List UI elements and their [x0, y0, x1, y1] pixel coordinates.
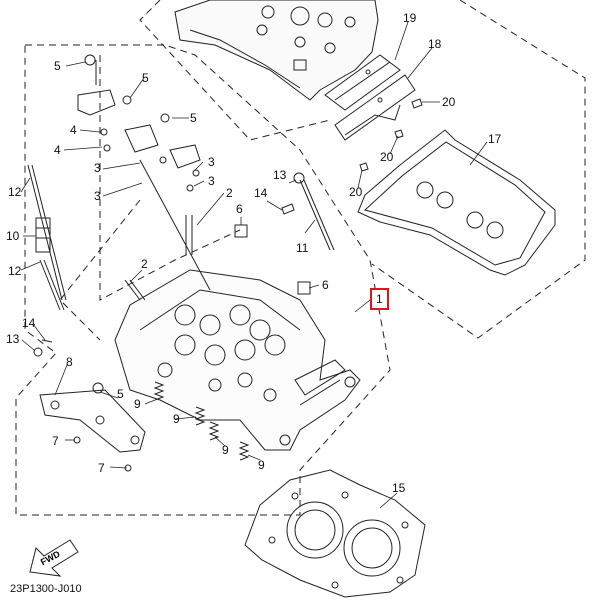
callout-9: 9 — [134, 397, 141, 411]
part-10-spark-plug — [35, 217, 51, 253]
part-18-plate — [334, 74, 416, 141]
dashed-group-outlines — [15, 0, 586, 516]
callout-9: 9 — [222, 443, 229, 457]
part-19-bracket — [324, 54, 401, 111]
camshaft-caps — [77, 54, 201, 192]
callout-3: 3 — [94, 189, 101, 203]
callout-20: 20 — [380, 150, 394, 164]
callout-1-highlighted[interactable]: 1 — [370, 288, 389, 310]
small-fittings — [33, 172, 311, 357]
callout-9: 9 — [258, 458, 265, 472]
callout-20: 20 — [349, 185, 363, 199]
callout-6: 6 — [322, 278, 329, 292]
callout-9: 9 — [173, 412, 180, 426]
callout-5: 5 — [117, 387, 124, 401]
callout-15: 15 — [392, 481, 406, 495]
fwd-arrow-icon — [29, 539, 79, 577]
callout-5: 5 — [190, 111, 197, 125]
callout-17: 17 — [488, 132, 502, 146]
callout-3: 3 — [208, 155, 215, 169]
catalog-code: 23P1300-J010 — [10, 583, 82, 595]
callout-19: 19 — [403, 11, 417, 25]
callout-4: 4 — [70, 123, 77, 137]
callout-6: 6 — [236, 202, 243, 216]
callout-11: 11 — [296, 241, 309, 255]
callout-12: 12 — [8, 264, 22, 278]
part-8-oil-rail — [39, 382, 146, 472]
callout-5: 5 — [54, 59, 61, 73]
part-15-head-gasket — [244, 469, 426, 598]
callout-12: 12 — [8, 185, 22, 199]
callout-18: 18 — [428, 37, 442, 51]
callout-10: 10 — [6, 229, 20, 243]
part-9-springs — [153, 381, 250, 461]
callout-7: 7 — [98, 461, 105, 475]
callout-7: 7 — [52, 434, 59, 448]
studs — [27, 159, 335, 311]
leader-lines — [20, 21, 488, 509]
callout-3: 3 — [208, 174, 215, 188]
callout-5: 5 — [142, 71, 149, 85]
part-17-valve-cover-gasket — [357, 129, 556, 276]
callout-13: 13 — [6, 332, 20, 346]
callout-2: 2 — [141, 257, 148, 271]
cylinder-head-body — [114, 269, 361, 451]
valve-cover-shape — [174, 0, 379, 101]
part-20-bolts — [359, 98, 423, 172]
callout-2: 2 — [226, 186, 233, 200]
callout-8: 8 — [66, 355, 73, 369]
callout-13: 13 — [273, 168, 287, 182]
callout-14: 14 — [22, 316, 36, 330]
callout-20: 20 — [442, 95, 456, 109]
callout-3: 3 — [94, 161, 101, 175]
callout-14: 14 — [254, 186, 268, 200]
callout-4: 4 — [54, 143, 61, 157]
